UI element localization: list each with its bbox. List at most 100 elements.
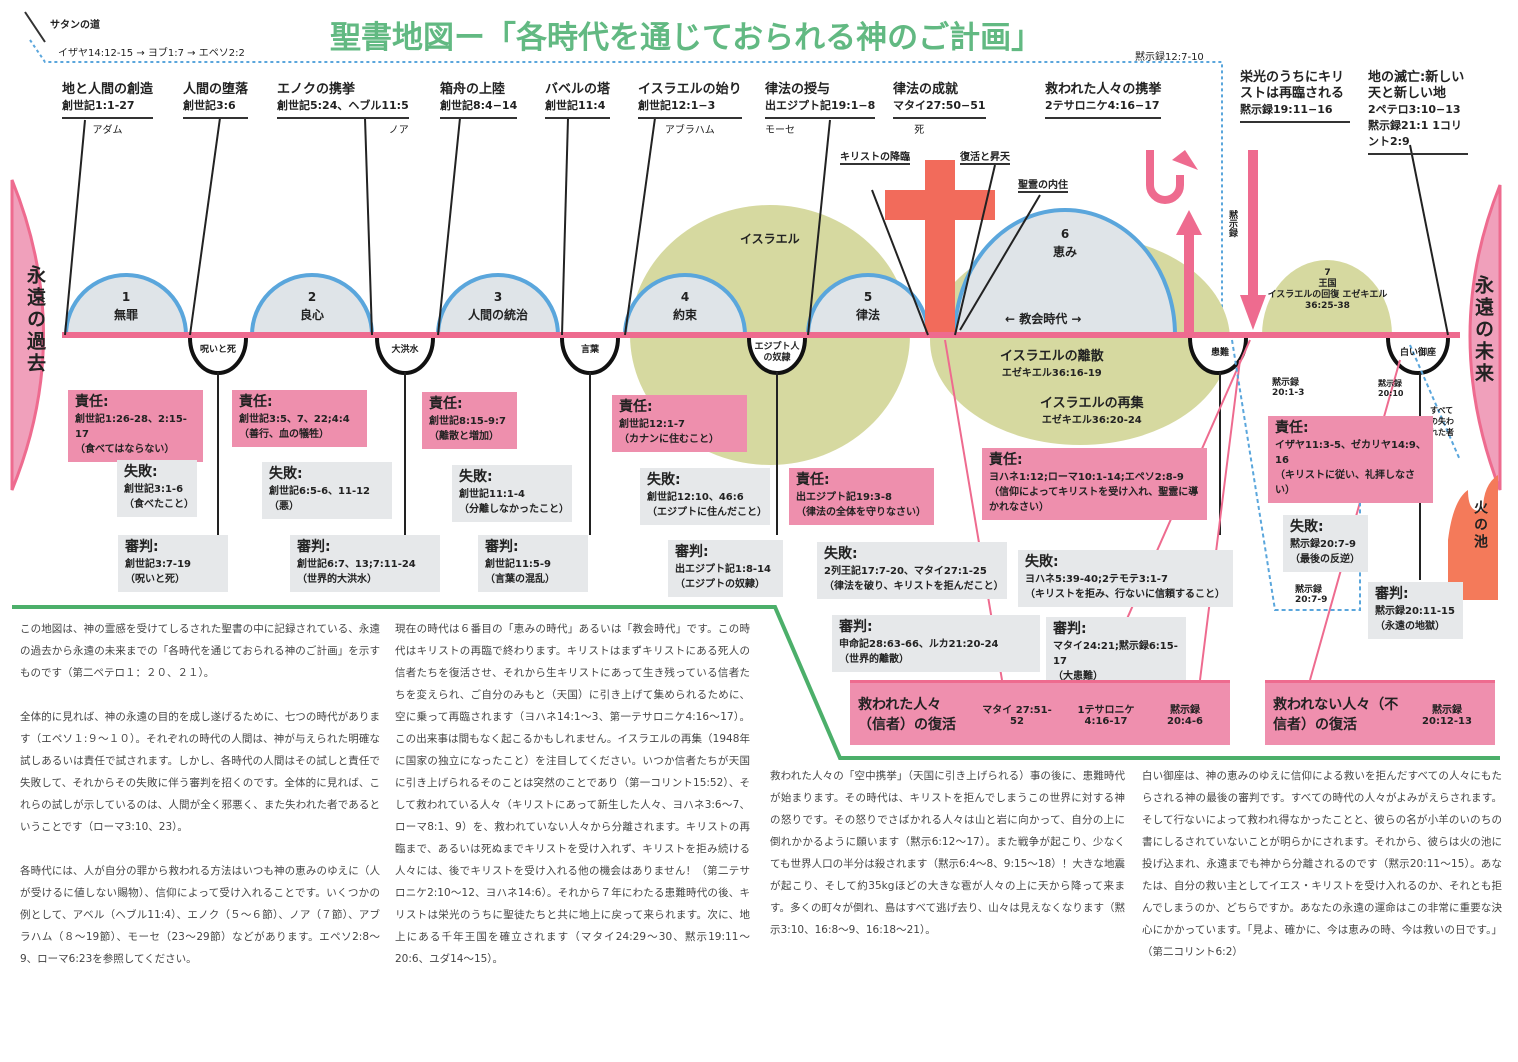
event-title: 栄光のうちにキリストは再臨される xyxy=(1240,70,1345,101)
box-note: （言葉の混乱） xyxy=(485,574,555,585)
responsibility-box: 責任:創世記12:1-7（カナンに住むこと） xyxy=(612,395,747,452)
event-ark: 箱舟の上陸創世記8:4−14 xyxy=(440,82,518,119)
box-ref: 創世記11:5-9 xyxy=(485,559,551,570)
box-ref: マタイ24:21;黙示録6:15-17 xyxy=(1053,641,1178,667)
arc-4 xyxy=(622,273,748,337)
failure-box: 失敗:2列王記17:7-20、マタイ27:1-25（律法を破り、キリストを拒んだ… xyxy=(817,542,1007,599)
unsaved-resurrection-ref: 黙示録 20:12-13 xyxy=(1422,705,1472,727)
box-heading: 責任: xyxy=(619,399,653,415)
arc-2 xyxy=(249,273,375,337)
dispensation-number: 2 xyxy=(307,290,317,304)
event-ref: 創世記3:6 xyxy=(183,98,249,119)
box-heading: 審判: xyxy=(675,544,709,560)
christ-resurrection: 復活と昇天 xyxy=(960,148,1010,165)
israel-label: イスラエル xyxy=(740,232,800,246)
box-heading: 審判: xyxy=(839,619,873,635)
event-title: 救われた人々の携挙 xyxy=(1045,82,1162,97)
paragraph: 全体的に見れば、神の永遠の目的を成し遂げるために、七つの時代があります（エペソ１… xyxy=(20,711,380,833)
failure-box: 失敗:創世記6:5-6、11-12（悪） xyxy=(262,462,392,519)
eternity-past: 永遠の過去 xyxy=(24,265,46,375)
dispensation-number: 4 xyxy=(680,290,690,304)
rapture-arrow xyxy=(1184,230,1194,335)
satan-end-ref: 黙示録12:7-10 xyxy=(1135,52,1204,63)
dispensation-name: 人間の統治 xyxy=(467,308,528,322)
box-heading: 責任: xyxy=(239,394,273,410)
box-note: （律法の全体を守りなさい） xyxy=(796,507,926,518)
box-heading: 責任: xyxy=(75,394,109,410)
box-note: （信仰によってキリストを受け入れ、聖霊に導かれなさい） xyxy=(989,487,1199,513)
box-note: （善行、血の犠牲） xyxy=(239,429,329,440)
event-ref: 黙示録19:11−16 xyxy=(1240,102,1350,123)
rev-ref-20-10: 黙示録20:10 xyxy=(1378,379,1404,398)
dispensation-number: 5 xyxy=(863,290,873,304)
satan-route-line xyxy=(24,11,46,43)
section-border xyxy=(12,605,1500,760)
holy-spirit-indwelling: 聖霊の内住 xyxy=(1018,176,1068,193)
israel-gather-title: イスラエルの再集 xyxy=(1040,396,1144,411)
israel-scatter-ref: エゼキエル36:16-19 xyxy=(1001,368,1102,379)
event-ref: 出エジプト記19:1−8 xyxy=(765,98,876,119)
text-column-2: 現在の時代は６番目の「恵みの時代」あるいは「教会時代」です。この時代はキリストの… xyxy=(395,618,750,992)
event-babel: バベルの塔創世記11:4 xyxy=(545,82,611,119)
box-heading: 責任: xyxy=(429,396,463,412)
event-second-coming: 栄光のうちにキリストは再臨される黙示録19:11−16 xyxy=(1240,70,1350,123)
judgment-box: 審判:マタイ24:21;黙示録6:15-17（大患難） xyxy=(1046,617,1186,689)
second-coming-arrow xyxy=(1248,150,1258,300)
responsibility-box: 責任:イザヤ11:3-5、ゼカリヤ14:9、16（キリストに従い、礼拝しなさい） xyxy=(1268,416,1433,503)
box-heading: 審判: xyxy=(125,539,159,555)
failure-box: 失敗:創世記12:10、46:6（エジプトに住んだこと） xyxy=(640,468,770,525)
arc-7 xyxy=(1262,260,1392,335)
judgment-tribulation: 患難 xyxy=(1210,348,1229,358)
box-note: （永遠の地獄） xyxy=(1375,621,1445,632)
event-title: 地と人間の創造 xyxy=(62,82,154,97)
judgment-language: 言葉 xyxy=(580,345,599,355)
event-title: 箱舟の上陸 xyxy=(440,82,506,97)
box-heading: 失敗: xyxy=(269,466,303,482)
responsibility-box: 責任:創世記1:26-28、2:15-17（食べてはならない） xyxy=(68,390,203,462)
page-title: 聖書地図ー「各時代を通じておられる神のご計画」 xyxy=(330,20,1043,56)
rapture-u-arrow xyxy=(1146,150,1184,204)
dispensation-name: 王国 xyxy=(1318,279,1337,289)
event-person: ノア xyxy=(388,125,409,136)
judgment-box: 審判:出エジプト記1:8-14（エジプトの奴隷） xyxy=(668,540,783,597)
box-heading: 責任: xyxy=(1275,420,1309,436)
box-note: （悪） xyxy=(269,501,299,512)
event-ref: 2テサロニケ4:16−17 xyxy=(1045,98,1162,119)
eternity-future-shape xyxy=(1468,184,1502,491)
box-ref: 2列王記17:7-20、マタイ27:1-25 xyxy=(824,566,987,577)
responsibility-box: 責任:創世記8:15-9:7（離散と増加） xyxy=(422,392,517,449)
unsaved-resurrection-title: 救われない人々（不信者）の復活 xyxy=(1273,697,1399,733)
israel-gather-ref: エゼキエル36:20-24 xyxy=(1041,415,1142,426)
arc-3 xyxy=(435,273,561,337)
eternity-past-shape xyxy=(10,179,45,491)
failure-box: 失敗:ヨハネ5:39-40;2テモテ3:1-7（キリストを拒み、行ないに信頼する… xyxy=(1018,550,1233,607)
event-ref: 2ペテロ3:10−13 黙示録21:1 1コリント2:9 xyxy=(1368,102,1468,155)
box-note: （呪いと死） xyxy=(125,574,185,585)
dispensation-subtitle: イスラエルの回復 エゼキエル36:25-38 xyxy=(1267,290,1388,311)
dispensation-name: 無罪 xyxy=(113,308,138,322)
box-note: （離散と増加） xyxy=(429,431,499,442)
paragraph: 救われた人々の「空中携挙」（天国に引き上げられる）事の後に、患難時代が始まります… xyxy=(770,770,1125,936)
box-ref: 創世記12:1-7 xyxy=(619,419,685,430)
box-note: （キリストに従い、礼拝しなさい） xyxy=(1275,470,1415,496)
judgment-box: 審判:創世記11:5-9（言葉の混乱） xyxy=(478,535,588,592)
event-ref: 創世記8:4−14 xyxy=(440,98,518,119)
responsibility-box: 責任:ヨハネ1:12;ローマ10:1-14;エペソ2:8-9（信仰によってキリス… xyxy=(982,448,1207,520)
saved-resurrection-title: 救われた人々（信者）の復活 xyxy=(858,697,956,733)
lake-of-fire xyxy=(1448,475,1498,600)
all-lost-label: すべての失われた者 xyxy=(1430,406,1454,437)
israel-scatter: イスラエルの離散エゼキエル36:16-19 xyxy=(1000,345,1104,379)
paragraph: 白い御座は、神の恵みのゆえに信仰による救いを拒んだすべての人々にもたらされる神の… xyxy=(1142,770,1502,958)
israel-scatter-title: イスラエルの離散 xyxy=(1000,349,1104,364)
failure-box: 失敗:創世記3:1-6（食べたこと） xyxy=(117,460,197,517)
rapture-u-arrowhead xyxy=(1172,150,1198,170)
paragraph: 現在の時代は６番目の「恵みの時代」あるいは「教会時代」です。この時代はキリストの… xyxy=(395,623,750,965)
satan-refs: イザヤ14:12-15 → ヨブ1:7 → エペソ2:2 xyxy=(58,48,245,59)
text-column-3: 救われた人々の「空中携挙」（天国に引き上げられる）事の後に、患難時代が始まります… xyxy=(770,765,1125,963)
